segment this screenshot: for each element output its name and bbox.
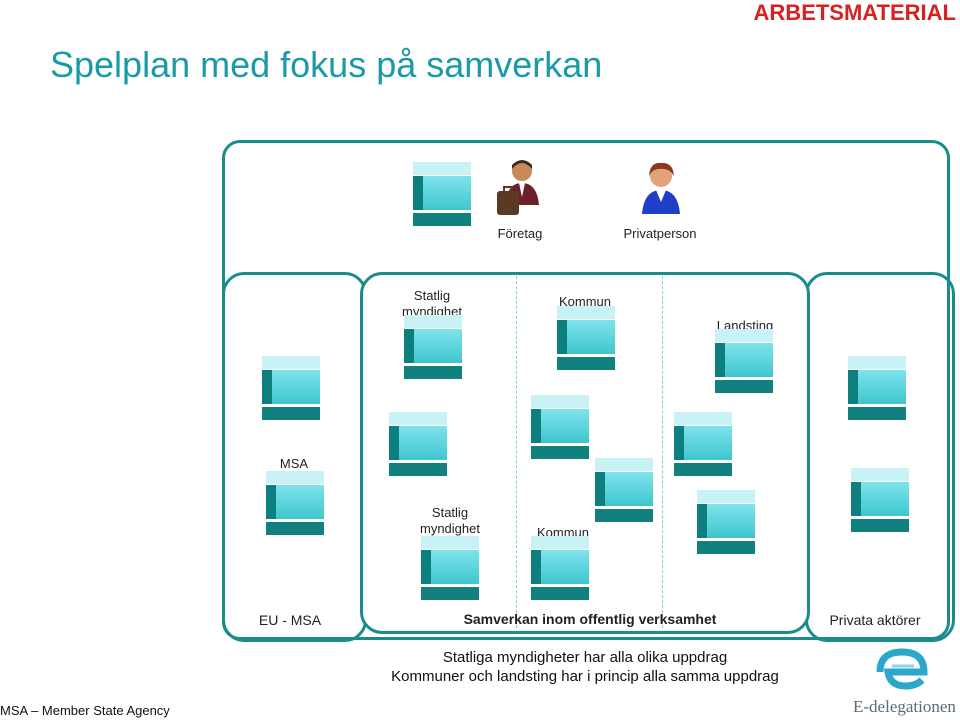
building-icon	[413, 162, 471, 226]
private-person-icon	[642, 162, 680, 214]
e-delegationen-logo-icon	[876, 648, 928, 690]
privatperson-label: Privatperson	[623, 226, 697, 241]
building-icon	[531, 536, 589, 600]
businessman-icon	[497, 160, 539, 215]
building-icon	[266, 471, 324, 535]
footer-line-2: Kommuner och landsting har i princip all…	[391, 668, 779, 685]
building-icon	[421, 536, 479, 600]
page-title: Spelplan med fokus på samverkan	[50, 44, 603, 85]
msa-abbreviation-note: MSA – Member State Agency	[0, 703, 170, 718]
building-icon	[595, 458, 653, 522]
building-icon	[262, 356, 320, 420]
foretag-label: Företag	[497, 226, 543, 241]
eu-msa-label: EU - MSA	[258, 612, 322, 628]
building-icon	[389, 412, 447, 476]
kommun-top-label: Kommun	[558, 294, 612, 309]
building-icon	[715, 329, 773, 393]
building-icon	[531, 395, 589, 459]
private-actors-frame	[805, 272, 955, 642]
building-icon	[848, 356, 906, 420]
divider-1	[516, 276, 517, 628]
divider-2	[662, 276, 663, 628]
footer-line-1: Statliga myndigheter har alla olika uppd…	[442, 649, 728, 666]
public-sector-caption: Samverkan inom offentlig verksamhet	[463, 611, 717, 627]
building-icon	[674, 412, 732, 476]
draft-stamp: ARBETSMATERIAL	[753, 0, 956, 25]
e-delegationen-logo-text: E-delegationen	[853, 697, 956, 716]
building-icon	[404, 315, 462, 379]
privata-aktorer-label: Privata aktörer	[829, 612, 921, 628]
msa-label: MSA	[279, 456, 309, 471]
building-icon	[697, 490, 755, 554]
building-icon	[557, 306, 615, 370]
building-icon	[851, 468, 909, 532]
statlig-myndighet-mid-label: Statlig myndighet	[420, 505, 480, 536]
